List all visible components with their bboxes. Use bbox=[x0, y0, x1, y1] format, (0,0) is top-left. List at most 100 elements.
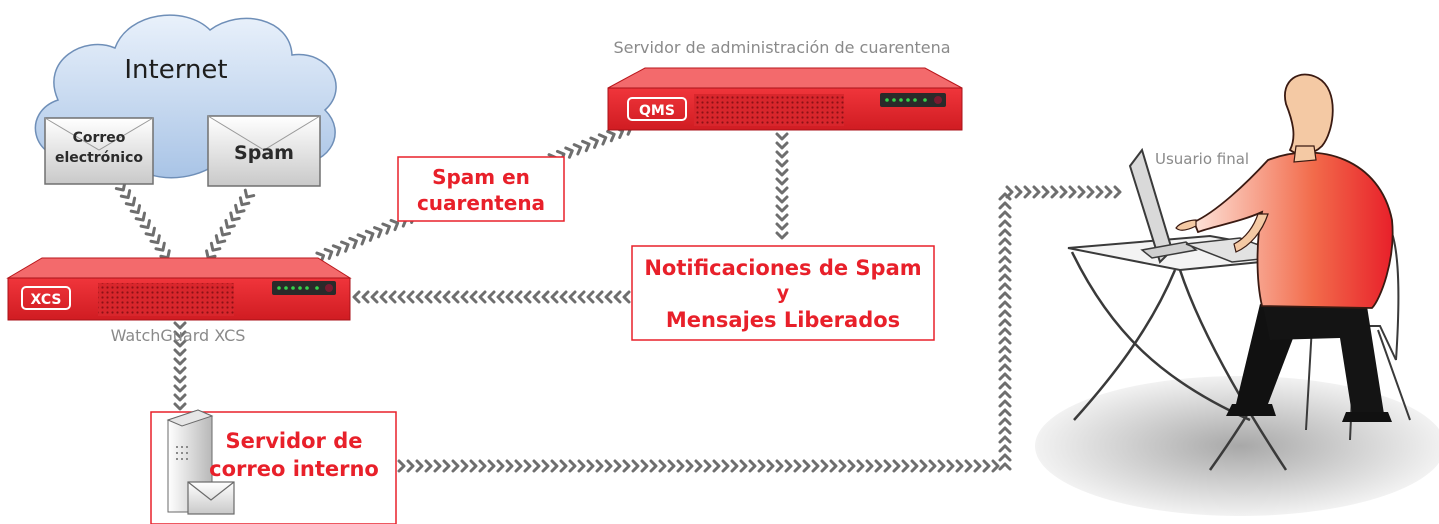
spam-envelope: Spam bbox=[207, 115, 321, 187]
arrow-chevron bbox=[514, 459, 523, 473]
arrow-chevron bbox=[348, 236, 358, 250]
arrow-chevron bbox=[451, 290, 460, 304]
arrow-chevron bbox=[712, 459, 721, 473]
arrow-chevron bbox=[998, 462, 1012, 471]
arrow-chevron bbox=[998, 336, 1012, 345]
arrow-chevron bbox=[229, 211, 241, 222]
arrow-chevron bbox=[775, 132, 789, 141]
arrow-chevron bbox=[982, 459, 991, 473]
arrow-chevron bbox=[998, 255, 1012, 264]
arrow-chevron bbox=[173, 402, 187, 411]
notifications-label-line2: y bbox=[777, 282, 790, 304]
arrow-chevron bbox=[433, 459, 442, 473]
arrow-chevron bbox=[541, 290, 550, 304]
arrow-chevron bbox=[559, 290, 568, 304]
arrow-chevron bbox=[154, 241, 166, 252]
quarantine-label-line1: Spam en bbox=[432, 165, 530, 189]
mail-server-label-line1: Servidor de bbox=[225, 429, 362, 453]
arrow-chevron bbox=[856, 459, 865, 473]
arrow-chevron bbox=[379, 290, 388, 304]
arrow-chevron bbox=[505, 459, 514, 473]
arrow-chevron bbox=[775, 141, 789, 150]
xcs-vent-grille bbox=[98, 283, 234, 316]
arrow-chevron bbox=[998, 291, 1012, 300]
arrow-chevron bbox=[361, 290, 370, 304]
arrow-chevron bbox=[998, 354, 1012, 363]
arrow-chevron bbox=[129, 204, 142, 215]
arrow-chevron bbox=[622, 290, 631, 304]
arrow-chevron bbox=[606, 129, 616, 143]
arrow-chevron bbox=[973, 459, 982, 473]
arrow-chevron bbox=[388, 290, 397, 304]
arrow-chevron bbox=[478, 290, 487, 304]
xcs-appliance: XCS WatchGuard XCS bbox=[6, 257, 352, 345]
arrow-chevron bbox=[595, 459, 604, 473]
arrow-chevron bbox=[775, 168, 789, 177]
arrow-chevron bbox=[532, 459, 541, 473]
arrow-chevron bbox=[381, 222, 391, 235]
arrow-chevron bbox=[331, 244, 342, 257]
arrow-chevron bbox=[910, 459, 919, 473]
arrow-chevron bbox=[998, 372, 1012, 381]
arrow-chevron bbox=[1005, 185, 1014, 199]
arrow-chevron bbox=[998, 318, 1012, 327]
notifications-label-line1: Notificaciones de Spam bbox=[644, 256, 921, 280]
arrow-chevron bbox=[1014, 185, 1023, 199]
arrow-chevron bbox=[352, 290, 361, 304]
arrow-chevron bbox=[1059, 185, 1068, 199]
arrow-chevron bbox=[998, 444, 1012, 453]
arrow-chevron bbox=[892, 459, 901, 473]
arrow-chevron bbox=[998, 453, 1012, 462]
arrow-chevron bbox=[649, 459, 658, 473]
arrow-chevron bbox=[730, 459, 739, 473]
arrow-chevron bbox=[568, 290, 577, 304]
arrow-chevron bbox=[998, 264, 1012, 273]
arrow-chevron bbox=[469, 459, 478, 473]
arrow-chevron bbox=[173, 366, 187, 375]
arrow-notifications-to-xcs-chevrons bbox=[352, 290, 631, 304]
arrow-chevron bbox=[173, 384, 187, 393]
arrow-chevron bbox=[1050, 185, 1059, 199]
arrow-chevron bbox=[998, 246, 1012, 255]
qms-appliance: Servidor de administración de cuarentena… bbox=[607, 38, 963, 131]
arrow-chevron bbox=[998, 201, 1012, 210]
arrow-chevron bbox=[658, 459, 667, 473]
arrow-chevron bbox=[998, 408, 1012, 417]
arrow-chevron bbox=[685, 459, 694, 473]
arrow-chevron bbox=[139, 219, 151, 230]
arrow-chevron bbox=[766, 459, 775, 473]
arrow-chevron bbox=[572, 143, 583, 156]
arrow-chevron bbox=[243, 188, 256, 199]
arrow-chevron bbox=[928, 459, 937, 473]
arrow-chevron bbox=[998, 435, 1012, 444]
arrow-chevron bbox=[793, 459, 802, 473]
arrow-chevron bbox=[998, 273, 1012, 282]
arrow-chevron bbox=[406, 459, 415, 473]
arrow-qms-to-notifications-chevrons bbox=[775, 132, 789, 240]
arrow-chevron bbox=[559, 459, 568, 473]
arrow-chevron bbox=[775, 204, 789, 213]
arrow-chevron bbox=[775, 159, 789, 168]
arrow-chevron bbox=[424, 459, 433, 473]
arrow-chevron bbox=[370, 290, 379, 304]
end-user-label: Usuario final bbox=[1155, 150, 1249, 168]
arrow-chevron bbox=[998, 228, 1012, 237]
quarantine-label-line2: cuarentena bbox=[417, 191, 545, 215]
arrow-chevron bbox=[1113, 185, 1122, 199]
arrow-chevron bbox=[1095, 185, 1104, 199]
arrow-chevron bbox=[173, 357, 187, 366]
arrow-chevron bbox=[703, 459, 712, 473]
arrow-chevron bbox=[238, 196, 251, 207]
arrow-chevron bbox=[1023, 185, 1032, 199]
arrow-chevron bbox=[149, 234, 161, 245]
arrow-chevron bbox=[955, 459, 964, 473]
mail-server-box: Servidor de correo interno bbox=[150, 409, 397, 524]
arrow-chevron bbox=[757, 459, 766, 473]
arrow-chevron bbox=[173, 330, 187, 339]
arrow-chevron bbox=[173, 339, 187, 348]
arrow-chevron bbox=[442, 459, 451, 473]
xcs-badge: XCS bbox=[31, 292, 62, 308]
arrow-chevron bbox=[721, 459, 730, 473]
arrow-chevron bbox=[523, 459, 532, 473]
arrow-spam-to-xcs bbox=[208, 192, 250, 258]
